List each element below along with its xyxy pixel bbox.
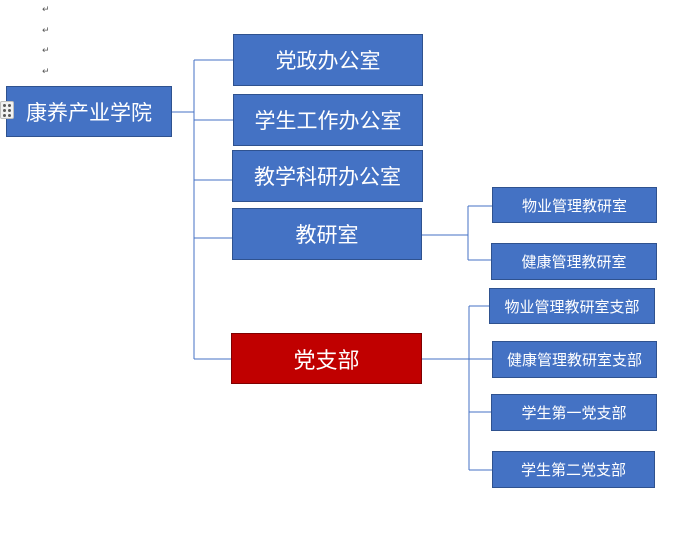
- office-label: 健康管理教研室: [521, 253, 627, 271]
- dept-label: 党政办公室: [275, 49, 381, 73]
- branch-node: 物业管理教研室支部: [489, 288, 655, 324]
- branch-label: 学生第二党支部: [520, 461, 626, 479]
- paragraph-mark: ↵: [42, 46, 50, 56]
- branch-node: 学生第一党支部: [491, 394, 657, 431]
- paragraph-mark: ↵: [42, 5, 50, 15]
- dept-label: 学生工作办公室: [254, 109, 402, 133]
- branch-node: 学生第二党支部: [492, 451, 655, 488]
- root-node: 康养产业学院: [6, 86, 172, 137]
- office-node: 健康管理教研室: [491, 243, 657, 280]
- dept-node: 党政办公室: [233, 34, 423, 86]
- branch-label: 物业管理教研室支部: [504, 297, 640, 316]
- drag-handle-icon[interactable]: [0, 101, 14, 119]
- dept-node: 教学科研办公室: [232, 150, 423, 202]
- office-node: 物业管理教研室: [492, 187, 657, 223]
- paragraph-mark: ↵: [42, 26, 50, 36]
- branch-label: 学生第一党支部: [521, 404, 627, 422]
- office-label: 物业管理教研室: [521, 196, 627, 215]
- branch-node: 健康管理教研室支部: [492, 341, 657, 378]
- root-label: 康养产业学院: [26, 100, 152, 125]
- branch-label: 健康管理教研室支部: [506, 351, 642, 369]
- dept-label: 教学科研办公室: [254, 165, 401, 189]
- dept-node: 学生工作办公室: [233, 94, 423, 146]
- dept-label: 党支部: [293, 348, 360, 374]
- party-branch-node: 党支部: [231, 333, 422, 384]
- dept-node: 教研室: [232, 208, 422, 260]
- paragraph-mark: ↵: [42, 67, 50, 77]
- dept-label: 教研室: [295, 223, 359, 247]
